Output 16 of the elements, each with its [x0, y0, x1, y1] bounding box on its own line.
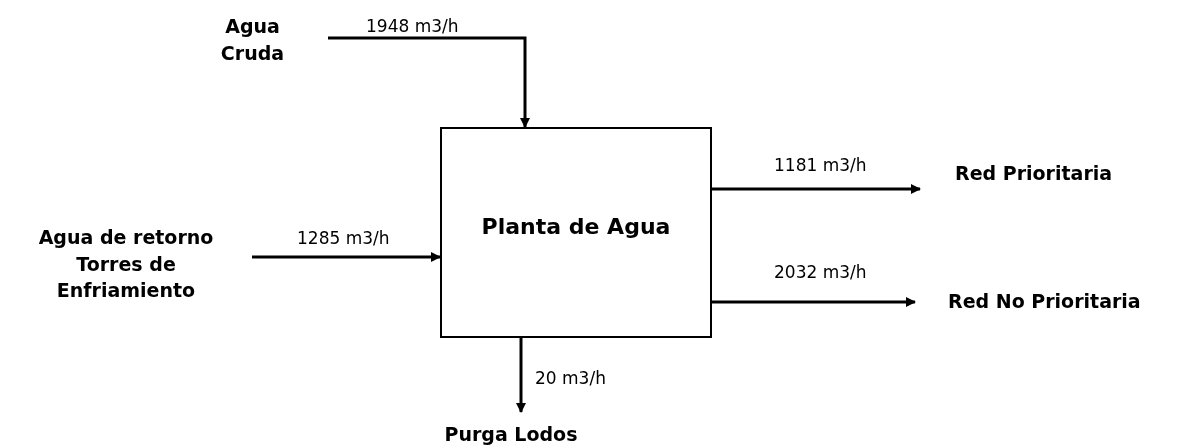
node-label: Red No Prioritaria	[915, 288, 1183, 314]
flow-arrow	[712, 297, 916, 307]
edge-label: 1285 m3/h	[297, 227, 390, 250]
edge-label: 20 m3/h	[535, 367, 606, 390]
edge-label: 1181 m3/h	[774, 154, 867, 177]
node-label: Agua de retorno Torres de Enfriamiento	[8, 222, 252, 306]
process-box: Planta de Agua	[440, 127, 712, 338]
flow-arrow	[712, 184, 921, 194]
node-label: Purga Lodos	[440, 412, 602, 448]
node-label: Red Prioritaria	[920, 160, 1130, 194]
flow-arrow	[516, 338, 526, 413]
edge-label: 1948 m3/h	[366, 15, 459, 38]
edge-label: 2032 m3/h	[774, 261, 867, 284]
flow-arrow	[328, 36, 530, 128]
node-label: Agua Cruda	[205, 10, 328, 70]
flow-arrow	[252, 252, 441, 262]
